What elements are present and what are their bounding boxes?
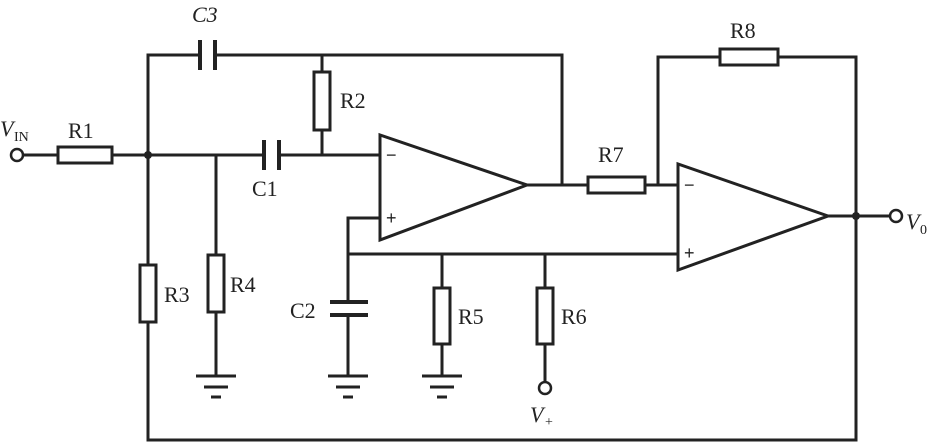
capacitor-c3[interactable] [198,40,217,70]
ground-r4 [196,374,236,399]
resistor-r6[interactable] [535,286,555,346]
r4-label: R4 [230,272,256,297]
vin-label: V [0,116,16,141]
r5-label: R5 [458,304,484,329]
r3-label: R3 [164,282,190,307]
capacitor-c2[interactable] [330,300,368,317]
vplus-label: V [530,402,546,427]
ground-c2 [328,374,368,399]
labels: V IN V 0 V + R1 R2 R3 R4 R5 R6 R7 R8 C1 … [0,2,927,430]
vo-terminal[interactable] [888,208,904,224]
vplus-terminal[interactable] [537,380,553,396]
c2-label: C2 [290,298,316,323]
r1-label: R1 [68,118,94,143]
junctions [144,151,860,220]
junction-output-node [852,212,860,220]
resistor-r2[interactable] [312,70,332,132]
resistor-r7[interactable] [586,175,647,195]
opamp-u1-plus-sign: + [386,208,397,228]
resistor-r5[interactable] [432,286,452,346]
ground-r5 [422,374,462,399]
opamp-u2-body [676,161,833,273]
terminals [9,147,904,396]
opamp-u2-plus-sign: + [684,243,695,263]
c1-label: C1 [252,176,278,201]
resistor-r8[interactable] [718,47,780,67]
resistor-r1[interactable] [56,145,114,165]
vin-terminal[interactable] [9,147,25,163]
junction-input-node [144,151,152,159]
r8-label: R8 [730,18,756,43]
vplus-label-sub: + [545,415,553,430]
opamp-u2[interactable]: − + [676,161,833,273]
capacitor-c1[interactable] [262,140,281,170]
opamp-u1-minus-sign: − [386,145,397,165]
vo-label-sub: 0 [920,223,927,238]
wires [22,53,891,442]
opamp-u2-minus-sign: − [684,175,695,195]
opamp-u1[interactable]: − + [378,132,532,243]
r2-label: R2 [340,88,366,113]
vin-label-sub: IN [14,130,29,145]
opamp-u1-body [378,132,532,243]
vo-label: V [906,209,922,234]
resistor-r4[interactable] [206,253,226,314]
r7-label: R7 [598,142,624,167]
capacitors [198,40,368,317]
r6-label: R6 [561,304,587,329]
resistors [56,47,780,346]
c3-label: C3 [192,2,218,27]
grounds [196,374,462,399]
resistor-r3[interactable] [138,263,158,324]
